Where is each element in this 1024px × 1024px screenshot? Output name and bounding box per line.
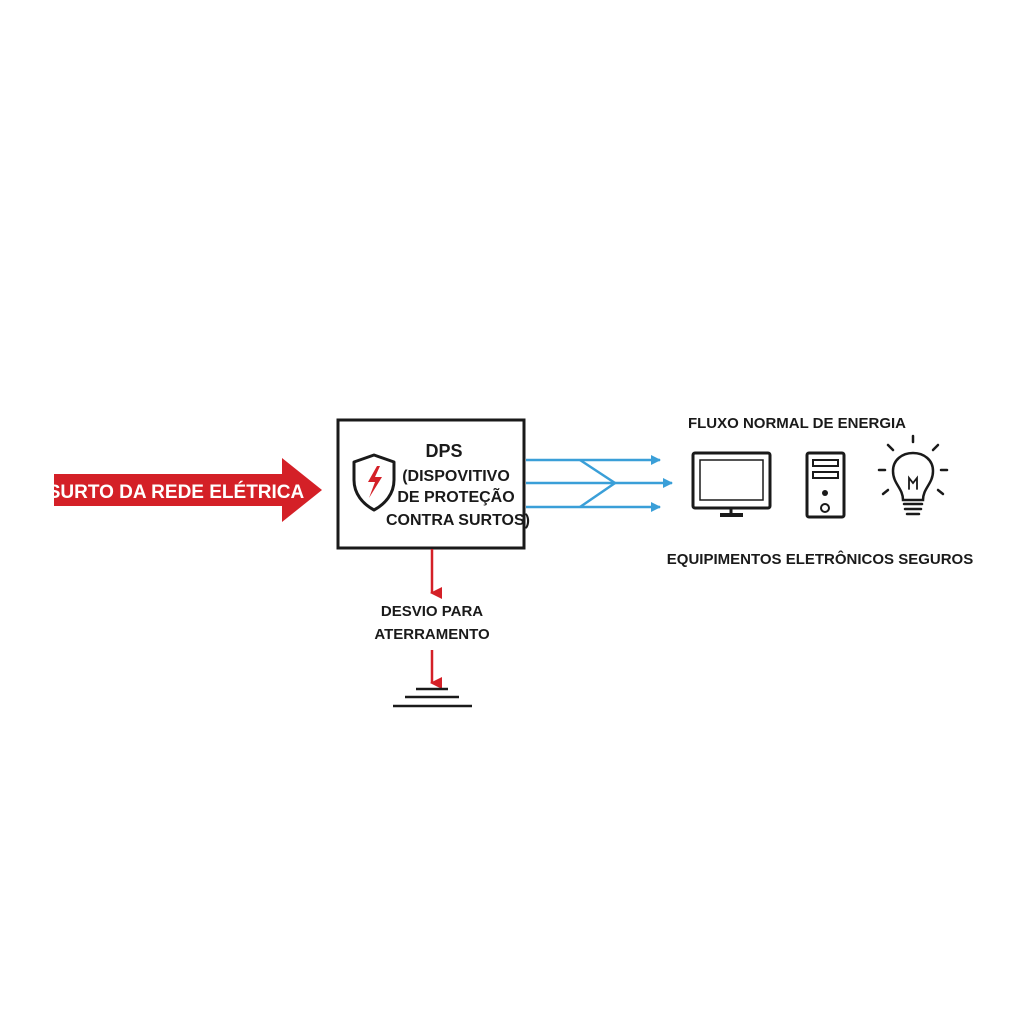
light-bulb-icon bbox=[877, 434, 949, 516]
ground-label-line-2: ATERRAMENTO bbox=[374, 626, 490, 643]
ground-symbol-icon bbox=[393, 687, 472, 708]
normal-flow bbox=[526, 455, 673, 512]
dps-box bbox=[336, 418, 526, 550]
monitor-icon bbox=[691, 451, 772, 517]
ground-label-line-1: DESVIO PARA bbox=[381, 603, 483, 620]
dps-block: DPS (DISPOVITIVO DE PROTEÇÃO CONTRA SURT… bbox=[336, 418, 530, 550]
dps-line-1: (DISPOVITIVO bbox=[402, 468, 510, 485]
shield-lightning-icon bbox=[352, 453, 396, 512]
computer-tower-icon bbox=[805, 451, 846, 519]
equipment-label: EQUIPIMENTOS ELETRÔNICOS SEGUROS bbox=[667, 550, 973, 568]
surge-arrow-shape bbox=[54, 458, 322, 522]
flow-line-merge bbox=[579, 458, 618, 509]
ground-path: DESVIO PARA ATERRAMENTO bbox=[374, 549, 490, 708]
dps-title: DPS bbox=[425, 441, 462, 461]
surge-arrow: SURTO DA REDE ELÉTRICA bbox=[48, 458, 322, 522]
dps-line-2: DE PROTEÇÃO bbox=[397, 486, 514, 506]
flow-label: FLUXO NORMAL DE ENERGIA bbox=[688, 415, 906, 432]
surge-label: SURTO DA REDE ELÉTRICA bbox=[48, 481, 305, 503]
dps-line-3: CONTRA SURTOS) bbox=[386, 512, 530, 529]
